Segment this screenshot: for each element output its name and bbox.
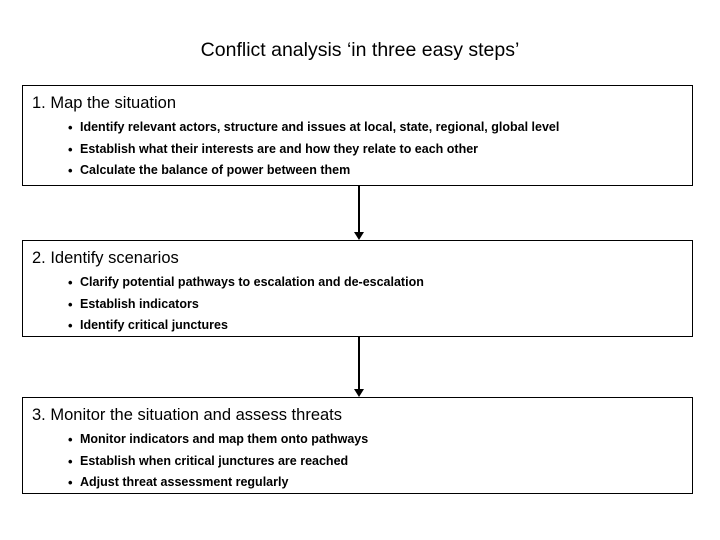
step-box-1: 1. Map the situation • Identify relevant… (22, 85, 693, 186)
bullet-text: Calculate the balance of power between t… (80, 163, 351, 177)
bullet-text: Monitor indicators and map them onto pat… (80, 432, 369, 446)
step-box-3: 3. Monitor the situation and assess thre… (22, 397, 693, 494)
step-2-heading: 2. Identify scenarios (32, 249, 179, 267)
bullet-item: • Clarify potential pathways to escalati… (23, 272, 692, 294)
arrow-line (357, 186, 361, 233)
slide-title: Conflict analysis ‘in three easy steps’ (200, 39, 520, 61)
arrow-line (357, 337, 361, 390)
bullet-text: Establish when critical junctures are re… (80, 453, 349, 468)
bullet-text: Identify critical junctures (80, 318, 228, 332)
bullet-text: Establish indicators (80, 296, 199, 311)
step-1-heading: 1. Map the situation (32, 94, 177, 112)
arrow-step2-to-step3 (353, 337, 365, 397)
arrow-down-icon (354, 389, 364, 397)
bullet-text: Establish what their interests are and h… (80, 141, 479, 156)
bullet-item: • Establish when critical junctures are … (23, 451, 692, 473)
bullet-text: Adjust threat assessment regularly (80, 475, 289, 489)
step-1-bullet-list: • Identify relevant actors, structure an… (23, 117, 692, 182)
bullet-item: • Identify critical junctures (23, 315, 692, 337)
bullet-icon: • (68, 453, 73, 469)
step-3-bullet-list: • Monitor indicators and map them onto p… (23, 429, 692, 494)
bullet-item: • Calculate the balance of power between… (23, 160, 692, 182)
step-box-2: 2. Identify scenarios • Clarify potentia… (22, 240, 693, 337)
bullet-icon: • (68, 163, 73, 178)
bullet-item: • Establish indicators (23, 294, 692, 316)
bullet-icon: • (68, 432, 73, 447)
arrow-down-icon (354, 232, 364, 240)
step-2-bullet-list: • Clarify potential pathways to escalati… (23, 272, 692, 337)
bullet-item: • Identify relevant actors, structure an… (23, 117, 692, 139)
step-3-heading: 3. Monitor the situation and assess thre… (32, 406, 343, 424)
bullet-item: • Monitor indicators and map them onto p… (23, 429, 692, 451)
bullet-icon: • (68, 475, 73, 490)
bullet-text: Identify relevant actors, structure and … (80, 120, 560, 134)
bullet-icon: • (68, 275, 73, 290)
bullet-icon: • (68, 141, 73, 157)
bullet-icon: • (68, 296, 73, 312)
bullet-icon: • (68, 318, 73, 333)
bullet-item: • Establish what their interests are and… (23, 139, 692, 161)
bullet-text: Clarify potential pathways to escalation… (80, 275, 424, 289)
arrow-step1-to-step2 (353, 186, 365, 240)
bullet-icon: • (68, 120, 73, 135)
bullet-item: • Adjust threat assessment regularly (23, 472, 692, 494)
